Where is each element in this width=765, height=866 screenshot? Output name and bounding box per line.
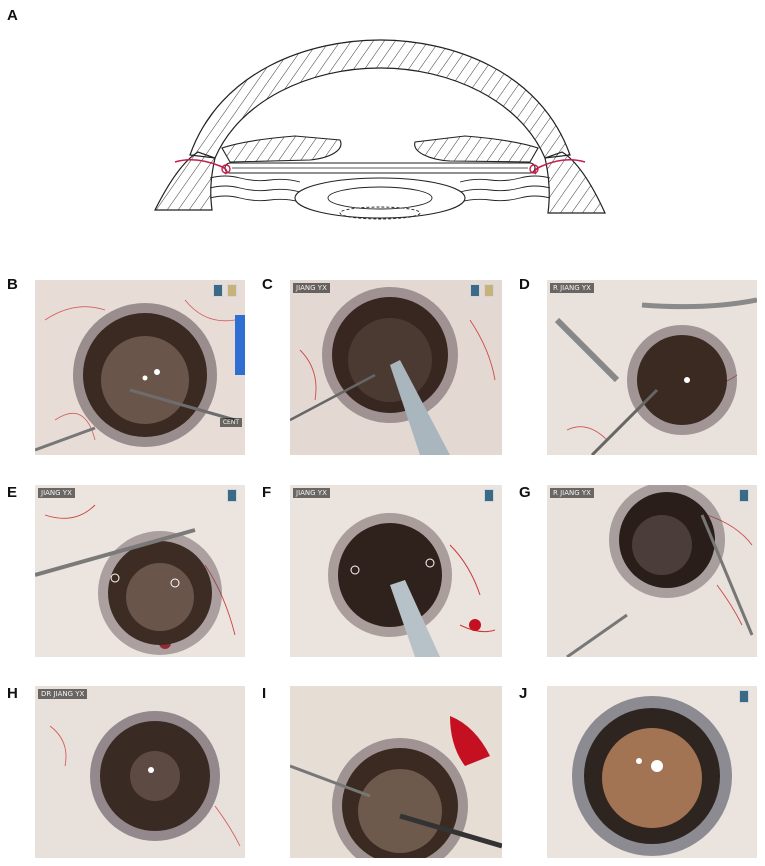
surgeon-name-overlay: R JIANG YX	[550, 283, 594, 293]
display-icon	[227, 489, 237, 502]
display-icon	[213, 284, 223, 297]
surgeon-name-overlay: R JIANG YX	[550, 488, 594, 498]
surgery-photo-b: CENT	[35, 280, 245, 455]
surgeon-name-overlay: DR JIANG YX	[38, 689, 88, 699]
panel-label-b: B	[7, 276, 18, 293]
display-icon	[227, 284, 237, 297]
surgery-photo-d: R JIANG YX	[547, 280, 757, 455]
display-icon	[470, 284, 480, 297]
surgery-photo-c: JIANG YX	[290, 280, 502, 455]
display-icon	[739, 489, 749, 502]
surgery-photo-h: DR JIANG YX	[35, 686, 245, 858]
panel-label-e: E	[7, 484, 18, 501]
surgeon-name-overlay: JIANG YX	[293, 488, 330, 498]
display-icon	[484, 284, 494, 297]
panel-label-j: J	[519, 685, 528, 702]
panel-label-c: C	[262, 276, 273, 293]
surgeon-name-overlay: JIANG YX	[293, 283, 330, 293]
surgery-photo-i	[290, 686, 502, 858]
surgery-photo-e: JIANG YX	[35, 485, 245, 657]
panel-label-f: F	[262, 484, 272, 501]
surgery-photo-j	[547, 686, 757, 858]
panel-label-i: I	[262, 685, 267, 702]
panel-label-h: H	[7, 685, 18, 702]
panel-label-a: A	[7, 7, 18, 24]
surgeon-name-overlay: JIANG YX	[38, 488, 75, 498]
panel-label-g: G	[519, 484, 531, 501]
photo-overlay-text: CENT	[219, 418, 242, 427]
surgery-photo-g: R JIANG YX	[547, 485, 757, 657]
surgery-photo-f: JIANG YX	[290, 485, 502, 657]
display-icon	[484, 489, 494, 502]
panel-label-d: D	[519, 276, 530, 293]
eye-cross-section-diagram	[150, 30, 610, 225]
display-icon	[739, 690, 749, 703]
